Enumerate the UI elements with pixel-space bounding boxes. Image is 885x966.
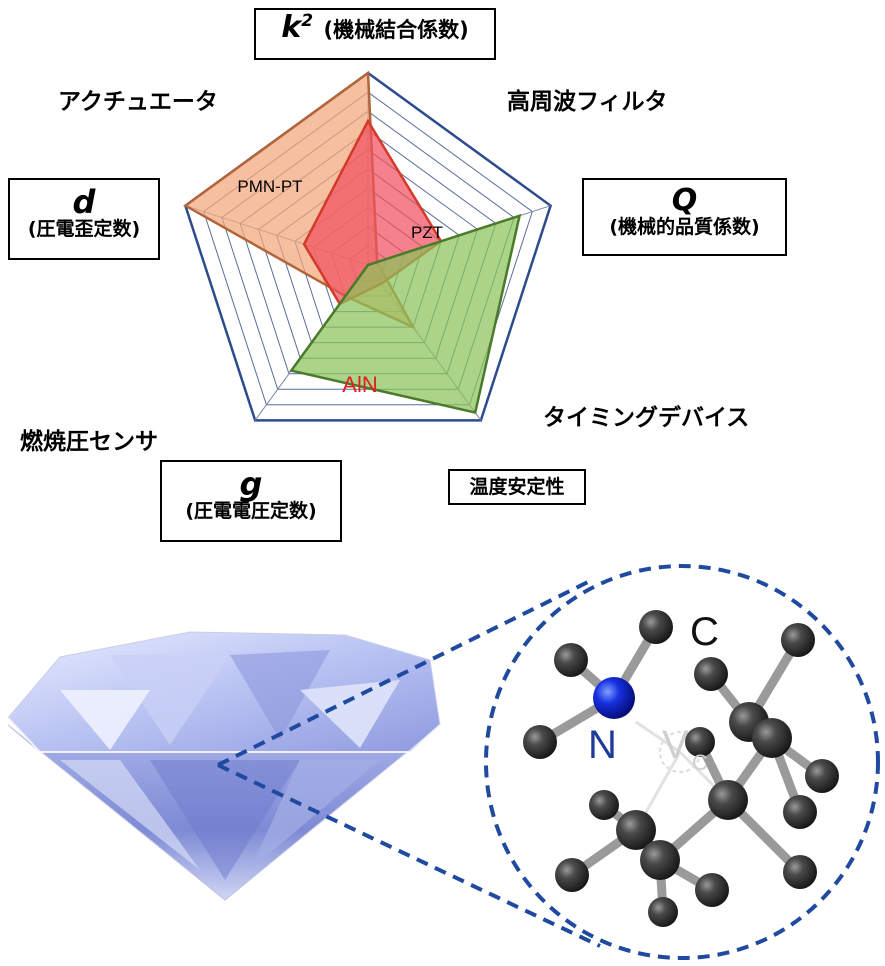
axis-label-temperature-stability: 温度安定性 <box>448 469 586 505</box>
app-label-actuator: アクチュエータ <box>58 89 218 115</box>
nitrogen-atom <box>593 677 635 719</box>
radar-series <box>183 70 522 415</box>
nitrogen-label: N <box>588 723 617 767</box>
app-label-timing-device: タイミングデバイス <box>543 405 750 431</box>
magnify-circle <box>484 564 880 960</box>
series-aln <box>289 213 522 415</box>
series-label-pmn-pt: PMN-PT <box>237 177 302 196</box>
axis-label-g: g (圧電電圧定数) <box>160 460 342 542</box>
app-label-hf-filter: 高周波フィルタ <box>507 89 668 115</box>
carbon-label: C <box>690 610 719 654</box>
series-label-pzt: PZT <box>411 223 443 242</box>
radar-chart: PMN-PT PZT AlN <box>183 70 553 422</box>
axis-label-k2: k2 (機械結合係数) <box>254 8 496 60</box>
vacancy-label: V <box>662 723 689 767</box>
diamond-gem <box>7 631 441 901</box>
bonds <box>535 622 827 917</box>
axis-label-q: Q (機械的品質係数) <box>582 178 787 256</box>
series-label-aln: AlN <box>342 372 377 397</box>
carbon-atoms <box>523 610 839 927</box>
vacancy-subscript: C <box>692 750 708 775</box>
axis-label-d: d (圧電歪定数) <box>8 178 160 260</box>
app-label-combustion-sensor: 燃焼圧センサ <box>20 429 158 455</box>
